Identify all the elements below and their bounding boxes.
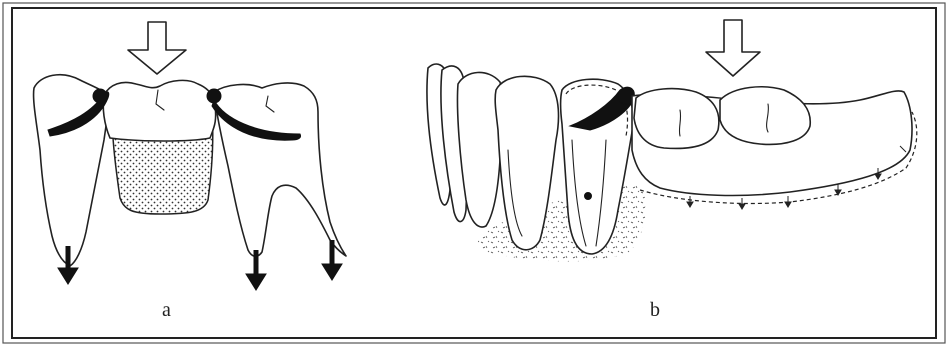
right-abutment-tooth — [214, 83, 346, 256]
pontic-crown — [103, 80, 215, 141]
panel-b: b — [427, 20, 917, 321]
force-arrow-down-hollow — [128, 22, 186, 74]
force-arrow-down-hollow-b — [706, 20, 760, 76]
panel-label-a: a — [162, 299, 171, 321]
root-dot — [585, 193, 592, 200]
rest-left — [93, 89, 107, 103]
rest-right — [207, 89, 221, 103]
root-force-arrow-2 — [246, 250, 266, 290]
artificial-tooth-1 — [634, 89, 719, 149]
panel-a: a — [34, 22, 346, 321]
artificial-tooth-2 — [720, 87, 810, 145]
panel-label-b: b — [650, 299, 660, 321]
